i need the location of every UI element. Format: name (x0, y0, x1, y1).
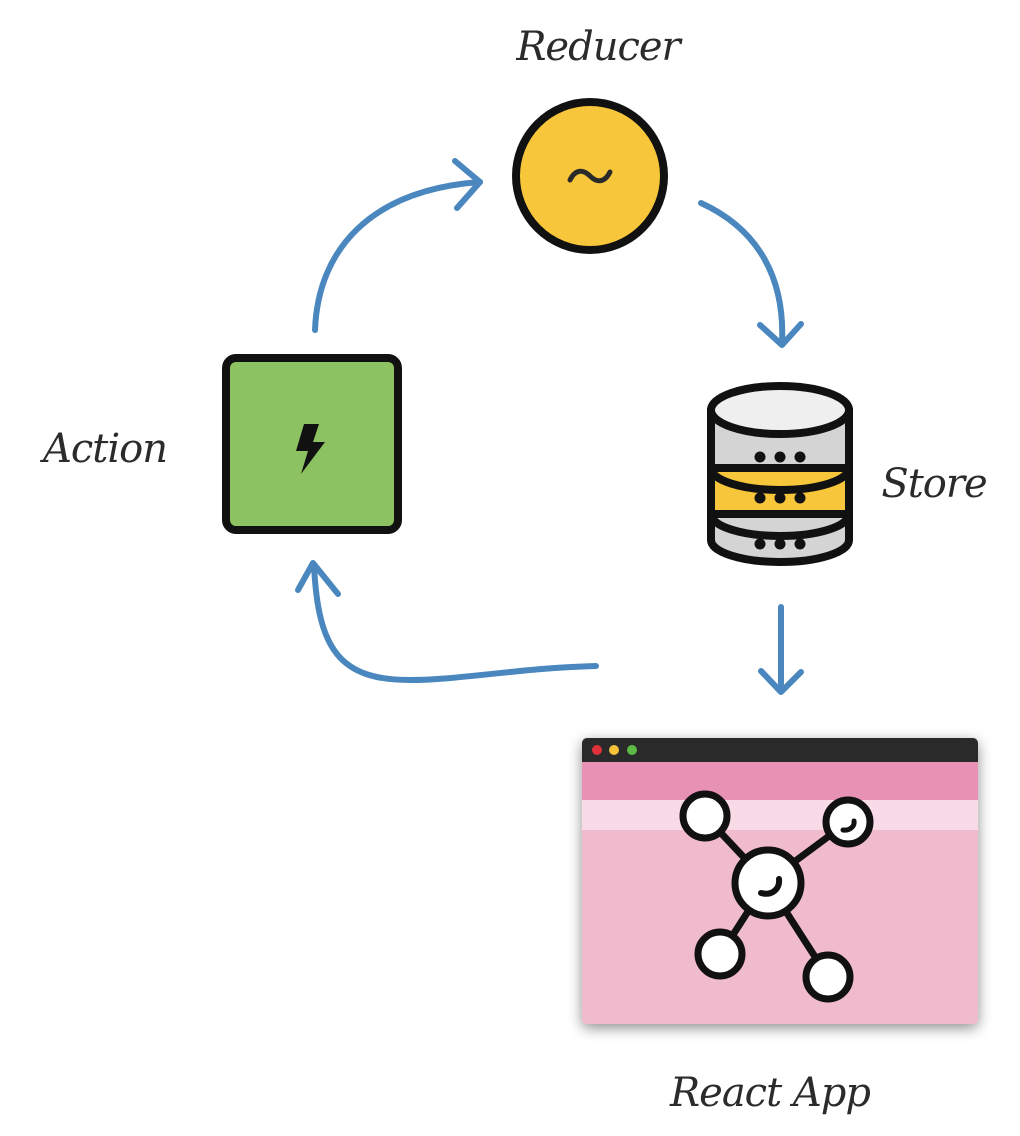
lightning-bolt-icon (296, 424, 325, 474)
react-app-label: React App (669, 1070, 870, 1116)
store-dots (754, 451, 806, 550)
window-close-dot (592, 745, 602, 755)
reducer-node: Reducer (512, 24, 685, 254)
window-minimize-dot (609, 745, 619, 755)
arrow-reducer-to-store (698, 200, 804, 348)
network-graph-icon (679, 790, 874, 1003)
store-top-ellipse (707, 382, 853, 438)
arrow-react-app-to-action (295, 560, 599, 683)
reducer-label: Reducer (515, 24, 683, 70)
store-label: Store (881, 461, 986, 507)
window-maximize-dot (627, 745, 637, 755)
action-node: Action (39, 354, 402, 534)
action-label: Action (39, 426, 167, 472)
react-app-node: React App (582, 738, 978, 1116)
arrow-store-to-react-app (758, 604, 804, 695)
window-titlebar (582, 738, 978, 762)
arrow-action-to-reducer (312, 158, 483, 333)
database-icon (707, 382, 853, 566)
window-header (582, 760, 978, 800)
tilde-icon (567, 168, 613, 184)
window-stripe (582, 800, 978, 830)
store-node: Store (707, 382, 988, 566)
